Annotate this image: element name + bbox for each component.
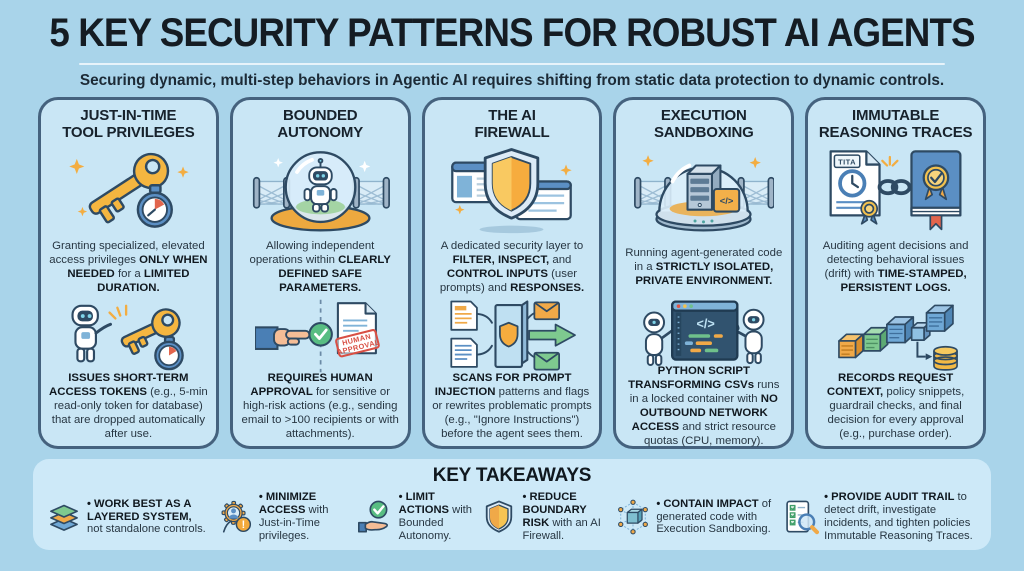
card-detail: REQUIRES HUMAN APPROVAL for sensitive or… — [240, 372, 401, 441]
takeaways-row: • WORK BEST AS A LAYERED SYSTEM, not sta… — [46, 489, 978, 545]
card-description-text: A dedicated security layer to FILTER, IN… — [439, 239, 585, 295]
card-description: A dedicated security layer to FILTER, IN… — [432, 236, 593, 298]
robot-in-dome-icon — [240, 142, 401, 236]
takeaway-item-6: • PROVIDE AUDIT TRAIL to detect drift, i… — [783, 491, 978, 543]
takeaway-text: • REDUCE BOUNDARY RISK with an AI Firewa… — [522, 491, 601, 542]
card-detail-text: REQUIRES HUMAN APPROVAL for sensitive or… — [241, 371, 399, 441]
hand-check-icon — [357, 499, 394, 535]
card-detail: SCANS FOR PROMPT INJECTION patterns and … — [432, 372, 593, 441]
takeaway-item-3: • LIMIT ACTIONS with Bounded Autonomy. — [357, 491, 473, 543]
card-detail-text: ISSUES SHORT-TERM ACCESS TOKENS (e.g., 5… — [49, 371, 208, 441]
takeaway-text: • MINIMIZE ACCESS with Just-in-Time priv… — [258, 491, 329, 542]
card-description: Running agent-generated code in a STRICT… — [623, 236, 784, 298]
layered-stack-icon — [46, 499, 82, 535]
firewall-filter-flow-icon — [432, 298, 593, 374]
card-description-text: Allowing independent operations within C… — [249, 239, 391, 295]
takeaways-title: KEY TAKEAWAYS — [432, 465, 592, 486]
key-stopwatch-icon — [48, 142, 209, 236]
blocks-chain-database-icon — [815, 298, 976, 374]
card-description-text: Granting specialized, elevated access pr… — [49, 239, 208, 295]
card-description: Auditing agent decisions and detecting b… — [815, 236, 976, 298]
card-detail-text: SCANS FOR PROMPT INJECTION patterns and … — [432, 371, 592, 441]
takeaway-item-2: ! • MINIMIZE ACCESS with Just-in-Time pr… — [218, 491, 349, 543]
sandbox-cube-network-icon — [615, 499, 651, 535]
server-in-dome-icon: </> — [623, 142, 784, 236]
audit-checklist-magnifier-icon — [783, 499, 820, 535]
page-subtitle: Securing dynamic, multi-step behaviors i… — [79, 72, 945, 89]
robots-code-window-icon: </> — [623, 298, 784, 374]
svg-text:TITA: TITA — [838, 157, 856, 166]
svg-text:!: ! — [241, 519, 245, 531]
svg-text:</>: </> — [720, 195, 734, 206]
header: 5 KEY SECURITY PATTERNS FOR ROBUST AI AG… — [0, 0, 1024, 90]
title-divider — [79, 63, 945, 65]
gear-person-alert-icon: ! — [218, 499, 254, 535]
card-description: Granting specialized, elevated access pr… — [48, 236, 209, 298]
takeaway-item-1: • WORK BEST AS A LAYERED SYSTEM, not sta… — [46, 498, 209, 537]
takeaway-item-4: • REDUCE BOUNDARY RISK with an AI Firewa… — [481, 491, 606, 543]
shield-browsers-icon — [432, 142, 593, 236]
card-detail: PYTHON SCRIPT TRANSFORMING CSVs runs in … — [623, 365, 784, 448]
log-chain-ledger-icon: TITA — [815, 142, 976, 236]
shield-icon — [481, 499, 517, 535]
page-title: 5 KEY SECURITY PATTERNS FOR ROBUST AI AG… — [49, 11, 975, 55]
card-detail-text: RECORDS REQUEST CONTEXT, policy snippets… — [826, 371, 965, 441]
takeaway-text: • LIMIT ACTIONS with Bounded Autonomy. — [398, 491, 473, 542]
card-description-text: Running agent-generated code in a STRICT… — [625, 246, 783, 288]
svg-text:</>: </> — [696, 317, 714, 331]
takeaway-item-5: • CONTAIN IMPACT of generated code with … — [615, 498, 774, 537]
takeaway-text: • CONTAIN IMPACT of generated code with … — [656, 497, 772, 536]
card-detail-text: PYTHON SCRIPT TRANSFORMING CSVs runs in … — [628, 364, 780, 448]
human-approval-stamp-icon: HUMAN APPROVAL — [240, 298, 401, 374]
robot-presenting-key-icon — [48, 298, 209, 374]
card-detail: RECORDS REQUEST CONTEXT, policy snippets… — [815, 372, 976, 441]
card-detail: ISSUES SHORT-TERM ACCESS TOKENS (e.g., 5… — [48, 372, 209, 441]
takeaway-text: • PROVIDE AUDIT TRAIL to detect drift, i… — [824, 491, 973, 542]
card-description: Allowing independent operations within C… — [240, 236, 401, 298]
key-takeaways-panel: KEY TAKEAWAYS • WORK BEST AS A LAYERED S… — [33, 459, 991, 550]
takeaway-text: • WORK BEST AS A LAYERED SYSTEM, not sta… — [87, 497, 206, 536]
card-description-text: Auditing agent decisions and detecting b… — [822, 239, 969, 295]
